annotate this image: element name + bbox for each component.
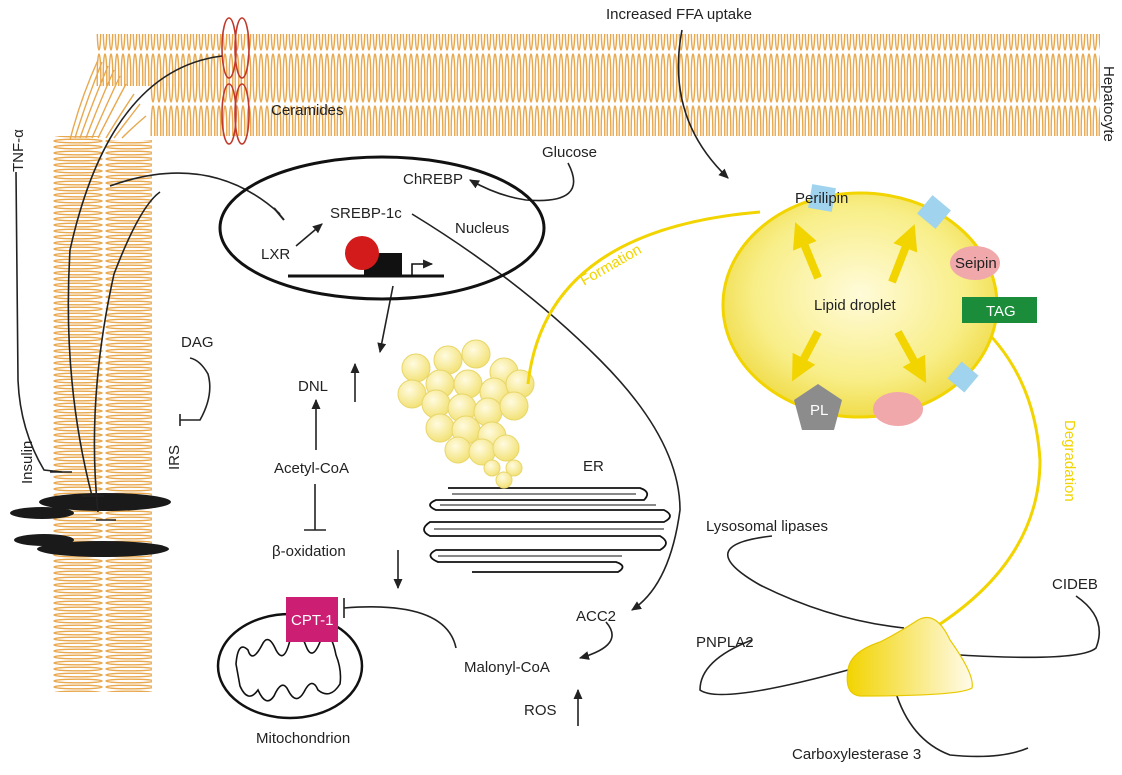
perilipin-marker-3: [947, 361, 979, 393]
lipid-droplet: [721, 184, 1037, 430]
label-pnpla2: PNPLA2: [696, 634, 754, 651]
ceramide-channels: [221, 17, 250, 145]
irs-inhibition-line: [93, 191, 161, 513]
malonyl-cpt1-inhibit-line: [343, 606, 457, 649]
label-cpt1: CPT-1: [291, 612, 334, 629]
lysosomal-lipases-line: [727, 535, 905, 629]
ceramide-inhibition-line: [67, 55, 223, 497]
acc2-to-malonyl-arrow: [578, 621, 613, 660]
seipin-marker-2: [873, 392, 923, 426]
label-irs: IRS: [166, 445, 183, 470]
label-nucleus: Nucleus: [455, 220, 509, 237]
lxr-arrow: [295, 223, 323, 247]
label-srebp1c: SREBP-1c: [330, 205, 402, 222]
label-formation: Formation: [578, 241, 645, 289]
nucleus: [218, 155, 546, 301]
tag-box: [962, 297, 1037, 323]
seipin-marker: [950, 246, 1000, 280]
cpt1-box: [286, 597, 338, 642]
insulin-receptor: [10, 493, 171, 557]
label-acetyl-coa: Acetyl-CoA: [274, 460, 349, 477]
label-mitochondrion: Mitochondrion: [256, 730, 350, 747]
labels: Increased FFA uptake Hepatocyte Ceramide…: [10, 6, 1117, 763]
signal-lines: [15, 29, 1100, 758]
cell-membrane: [52, 34, 1100, 692]
label-glucose: Glucose: [542, 144, 597, 161]
label-lipid-droplet: Lipid droplet: [814, 297, 897, 314]
formation-path: [526, 210, 761, 385]
label-beta-oxidation: β-oxidation: [272, 543, 346, 560]
label-tnf-alpha: TNF-α: [10, 129, 27, 172]
label-lxr: LXR: [261, 246, 290, 263]
pl-pentagon: [794, 384, 842, 430]
pnpla2-line: [699, 639, 849, 696]
label-er: ER: [583, 458, 604, 475]
perilipin-marker: [808, 184, 836, 212]
label-chrebp: ChREBP: [403, 171, 463, 188]
lxr-inhibition-line: [109, 172, 281, 215]
lipid-globule-cluster: [397, 339, 535, 489]
label-ceramides: Ceramides: [271, 102, 344, 119]
glucose-arrow: [469, 162, 575, 202]
carboxylesterase-line: [894, 689, 1029, 758]
tnf-alpha-line: [15, 171, 63, 473]
nucleus-to-dnl-arrow: [377, 285, 394, 354]
label-dnl: DNL: [298, 378, 328, 395]
srebp-acc2-arrow: [411, 213, 681, 611]
label-carboxylesterase3: Carboxylesterase 3: [792, 746, 921, 763]
label-lysosomal-lipases: Lysosomal lipases: [706, 518, 828, 535]
ffa-uptake-arrow: [677, 29, 729, 179]
label-dag: DAG: [181, 334, 214, 351]
label-acc2: ACC2: [576, 608, 616, 625]
degradation-path: [933, 328, 1042, 630]
label-ffa-uptake: Increased FFA uptake: [606, 6, 752, 23]
label-seipin: Seipin: [955, 255, 997, 272]
label-cideb: CIDEB: [1052, 576, 1098, 593]
label-ros: ROS: [524, 702, 557, 719]
cideb-line: [959, 595, 1100, 659]
label-malonyl-coa: Malonyl-CoA: [464, 659, 550, 676]
carboxylesterase-shape: [846, 616, 973, 697]
label-pl: PL: [810, 402, 828, 419]
label-hepatocyte: Hepatocyte: [1100, 66, 1117, 142]
label-degradation: Degradation: [1061, 420, 1078, 502]
label-perilipin: Perilipin: [795, 190, 848, 207]
label-insulin: Insulin: [19, 441, 36, 484]
label-tag: TAG: [986, 303, 1016, 320]
yellow-pathways: [526, 210, 1042, 630]
perilipin-marker-2: [917, 195, 951, 229]
dag-line: [180, 357, 211, 421]
endoplasmic-reticulum: [423, 487, 671, 573]
